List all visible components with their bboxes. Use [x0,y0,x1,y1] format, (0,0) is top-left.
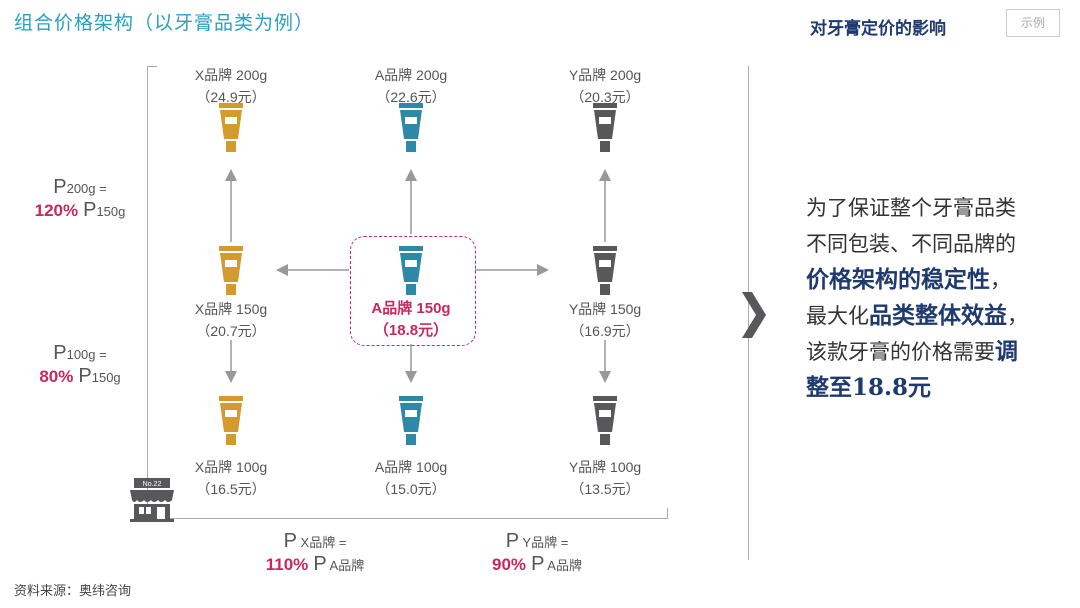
conclusion-text: 为了保证整个牙膏品类 不同包装、不同品牌的 价格架构的稳定性， 最大化品类整体效… [806,196,1028,401]
toothpaste-tube-icon [399,103,423,152]
toothpaste-tube-icon [219,103,243,152]
product-label: Y品牌 150g （16.9元） [535,298,675,342]
product-name: X品牌 150g [194,301,268,317]
ratio-200g: P200g = 120% P150g [34,176,126,221]
section-subtitle: 对牙膏定价的影响 [810,19,946,39]
product-label: A品牌 200g （22.6元） [341,64,481,108]
toothpaste-tube-icon [219,396,243,445]
product-price: （16.5元） [196,481,266,497]
toothpaste-tube-icon [399,246,423,295]
product-price: （20.3元） [570,89,640,105]
product-price: （15.0元） [376,481,446,497]
product-label: Y品牌 200g （20.3元） [535,64,675,108]
product-price: （16.9元） [570,323,640,339]
product-name: X品牌 100g [194,459,268,475]
product-price: （13.5元） [570,481,640,497]
bottom-axis [147,518,668,519]
left-axis-tick [147,66,157,67]
toothpaste-tube-icon [399,396,423,445]
product-price: （22.6元） [376,89,446,105]
product-name: A品牌 100g [374,459,448,475]
product-name: A品牌 150g [371,300,451,317]
product-name: Y品牌 100g [568,459,642,475]
source-note: 资料来源：奥纬咨询 [14,584,132,599]
toothpaste-tube-icon [593,246,617,295]
product-name: Y品牌 200g [568,67,642,83]
chevron-right-icon [742,292,766,338]
product-name: X品牌 200g [194,67,268,83]
svg-text:No.22: No.22 [143,481,162,488]
arrows [225,169,611,383]
product-label: X品牌 150g （20.7元） [161,298,301,342]
example-tag: 示例 [1006,9,1060,37]
product-label: A品牌 150g （18.8元） [341,298,481,342]
toothpaste-tube-icon [219,246,243,295]
left-axis [147,66,148,519]
product-price: （20.7元） [196,323,266,339]
toothpaste-tube-icon [593,103,617,152]
store-icon: No.22 [130,478,174,522]
product-name: Y品牌 150g [568,301,642,317]
product-label: X品牌 100g （16.5元） [161,456,301,500]
product-label: Y品牌 100g （13.5元） [535,456,675,500]
product-label: A品牌 100g （15.0元） [341,456,481,500]
bottom-axis-tick [667,508,668,518]
product-price: （24.9元） [196,89,266,105]
highlight-box [350,236,476,346]
divider [748,66,749,560]
page-title: 组合价格架构（以牙膏品类为例） [14,12,315,34]
product-price: （18.8元） [373,322,449,339]
ratio-100g: P100g = 80% P150g [39,342,121,387]
product-name: A品牌 200g [374,67,448,83]
ratio-x-brand: P X品牌 = 110% P A品牌 [265,530,365,575]
product-label: X品牌 200g （24.9元） [161,64,301,108]
ratio-y-brand: P Y品牌 = 90% P A品牌 [492,530,582,575]
toothpaste-tube-icon [593,396,617,445]
